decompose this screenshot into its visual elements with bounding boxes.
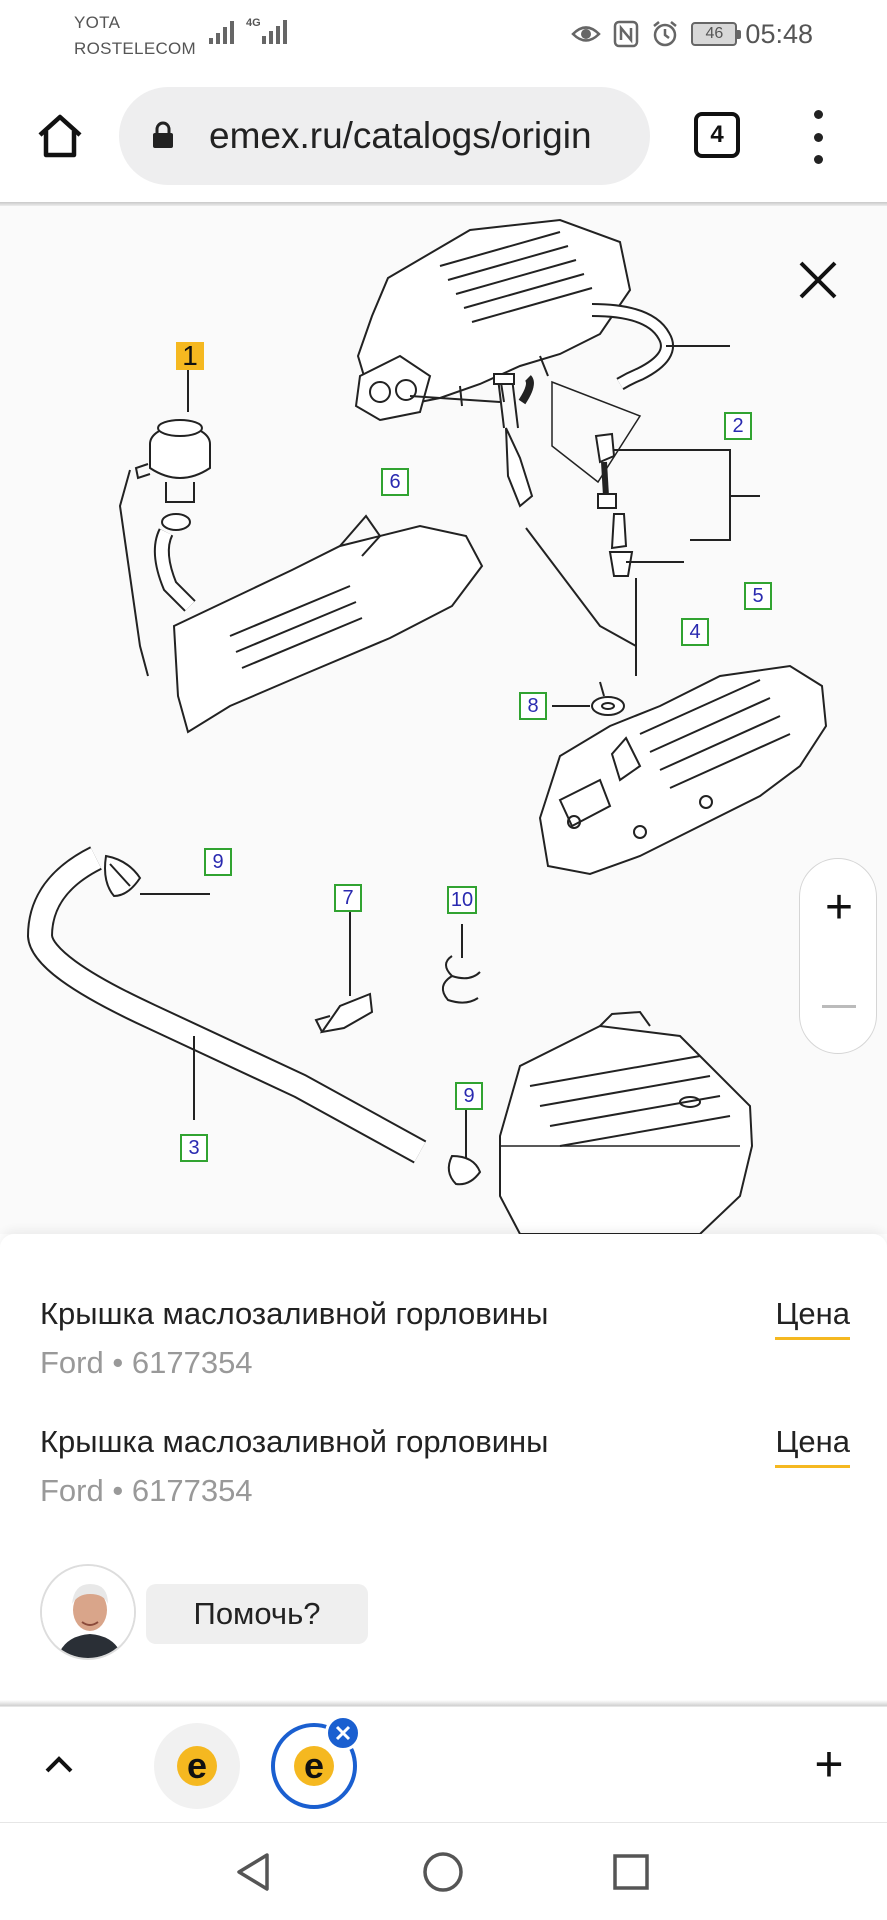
menu-dot	[813, 132, 823, 142]
signal-icon	[209, 21, 234, 44]
callout-9-bottom[interactable]: 9	[455, 1082, 483, 1110]
new-tab-button[interactable]: +	[814, 1736, 844, 1792]
avatar[interactable]	[40, 1564, 136, 1660]
result-separator: •	[112, 1345, 124, 1380]
system-nav-bar	[0, 1822, 887, 1920]
result-meta: Ford • 6177354	[40, 1471, 253, 1511]
result-item[interactable]: Крышка маслозаливной горловины Ford • 61…	[40, 1422, 850, 1532]
back-triangle-icon	[237, 1853, 269, 1891]
result-title: Крышка маслозаливной горловины	[40, 1424, 549, 1459]
result-meta: Ford • 6177354	[40, 1343, 253, 1383]
callout-2[interactable]: 2	[724, 412, 752, 440]
result-part-number: 6177354	[131, 1473, 253, 1508]
close-icon	[799, 261, 837, 299]
support-agent-avatar	[42, 1566, 134, 1658]
minus-icon	[822, 1004, 856, 1008]
zoom-controls: +	[799, 858, 877, 1054]
callout-5[interactable]: 5	[744, 582, 772, 610]
menu-button[interactable]	[803, 110, 833, 164]
tab-thumbnail[interactable]: e	[154, 1723, 240, 1809]
url-text: emex.ru/catalogs/origin	[209, 115, 592, 156]
callout-7[interactable]: 7	[334, 884, 362, 912]
zoom-out-button[interactable]	[800, 957, 878, 1055]
network-type-label: 4G	[246, 17, 261, 29]
callout-8[interactable]: 8	[519, 692, 547, 720]
callout-3[interactable]: 3	[180, 1134, 208, 1162]
tab-switcher-button[interactable]: 4	[694, 112, 740, 158]
chevron-up-icon	[45, 1756, 73, 1773]
toolbar-shadow	[0, 202, 887, 208]
carrier-2: ROSTELECOM	[74, 39, 197, 58]
browser-toolbar: emex.ru/catalogs/origin 4	[0, 66, 887, 204]
expand-tabs-button[interactable]	[36, 1741, 82, 1787]
status-clock: 05:48	[745, 18, 813, 49]
recents-square-icon	[613, 1854, 649, 1890]
callout-4[interactable]: 4	[681, 618, 709, 646]
nfc-icon	[614, 20, 639, 48]
home-nav-button[interactable]	[420, 1849, 466, 1895]
intake-manifold-drawing	[354, 218, 632, 422]
home-circle-icon	[423, 1852, 463, 1892]
lock-icon	[153, 121, 173, 148]
back-button[interactable]	[230, 1849, 276, 1895]
price-link[interactable]: Цена	[775, 1294, 850, 1340]
close-button[interactable]	[790, 252, 846, 308]
status-bar: YOTA ROSTELECOM 4G 46 05:48	[0, 0, 887, 66]
home-button[interactable]	[28, 104, 92, 168]
alarm-icon	[653, 21, 678, 47]
battery-indicator: 46	[691, 22, 742, 46]
emex-logo-icon: e	[294, 1746, 334, 1786]
result-part-number: 6177354	[131, 1345, 253, 1380]
help-button[interactable]: Помочь?	[146, 1584, 368, 1644]
result-separator: •	[112, 1473, 124, 1508]
close-icon	[335, 1725, 351, 1741]
tab-strip: e e +	[0, 1706, 887, 1822]
carrier-labels: YOTA ROSTELECOM	[74, 10, 196, 62]
callout-9[interactable]: 9	[204, 848, 232, 876]
zoom-in-button[interactable]: +	[824, 881, 854, 934]
parts-diagram-viewer[interactable]: 1 2 3 4 5 6 7 8 9 9 10 +	[0, 206, 887, 1234]
callout-10[interactable]: 10	[447, 886, 477, 914]
callout-1[interactable]: 1	[176, 340, 204, 371]
result-title: Крышка маслозаливной горловины	[40, 1296, 549, 1331]
result-item[interactable]: Крышка маслозаливной горловины Ford • 61…	[40, 1294, 850, 1404]
close-tab-button[interactable]	[325, 1715, 361, 1751]
recents-button[interactable]	[608, 1849, 654, 1895]
emex-logo-icon: e	[177, 1746, 217, 1786]
callout-6[interactable]: 6	[381, 468, 409, 496]
home-icon	[38, 114, 82, 158]
eye-icon	[571, 26, 602, 42]
carrier-1: YOTA	[74, 13, 121, 32]
address-bar[interactable]: emex.ru/catalogs/origin	[119, 87, 650, 185]
signal-icon-2	[262, 20, 287, 44]
results-panel: Крышка маслозаливной горловины Ford • 61…	[0, 1234, 887, 1704]
results-edge	[0, 1700, 887, 1706]
result-brand: Ford	[40, 1345, 104, 1380]
result-brand: Ford	[40, 1473, 104, 1508]
price-link[interactable]: Цена	[775, 1422, 850, 1468]
status-right: 46 05:48	[571, 14, 887, 54]
menu-dot	[813, 110, 823, 119]
parts-diagram[interactable]	[0, 206, 887, 1234]
menu-dot	[813, 155, 823, 164]
